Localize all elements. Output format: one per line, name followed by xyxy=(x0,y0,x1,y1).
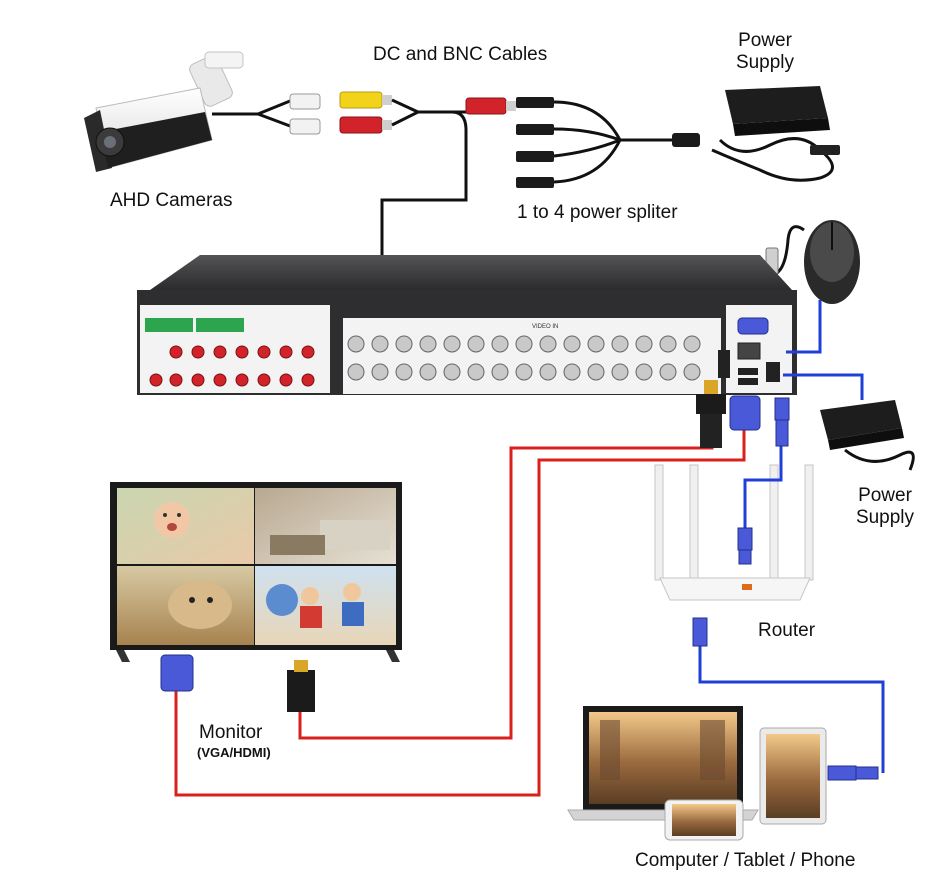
label-dc-bnc-cables: DC and BNC Cables xyxy=(373,44,548,65)
client-devices-icon xyxy=(567,706,827,841)
router-icon xyxy=(654,464,814,601)
label-router: Router xyxy=(758,620,816,641)
rj45-plugs xyxy=(692,397,879,781)
camera-pigtail-connectors xyxy=(257,93,321,135)
vga-cable-line xyxy=(174,430,746,797)
label-power-supply-right: Power Supply xyxy=(855,485,915,528)
bnc-video-cable xyxy=(380,110,468,290)
vga-plug-monitor xyxy=(160,654,194,692)
monitor-icon xyxy=(110,482,402,662)
label-power-supply-top: Power Supply xyxy=(735,30,795,73)
power-supply-adapter-right-icon xyxy=(820,400,915,471)
label-ahd-cameras: AHD Cameras xyxy=(110,190,233,211)
ahd-camera-icon xyxy=(84,51,244,172)
power-splitter-icon xyxy=(516,97,700,188)
dvr-recorder-icon xyxy=(137,255,797,395)
label-power-splitter: 1 to 4 power spliter xyxy=(517,202,678,223)
label-monitor: Monitor xyxy=(199,722,263,743)
hdmi-plug-monitor xyxy=(287,660,315,712)
vga-plug-dvr xyxy=(729,395,761,431)
power-supply-adapter-icon xyxy=(711,86,840,182)
dvr-video-in-label: VIDEO IN xyxy=(532,324,558,330)
lan-cable-router-clients xyxy=(698,645,885,773)
label-monitor-ports: (VGA/HDMI) xyxy=(197,745,271,760)
hdmi-plug-dvr xyxy=(696,380,726,448)
label-client-devices: Computer / Tablet / Phone xyxy=(635,850,856,871)
bnc-dc-cable-connectors xyxy=(339,91,516,134)
mouse-usb-line xyxy=(786,300,822,354)
dc-power-line-right xyxy=(783,373,864,400)
